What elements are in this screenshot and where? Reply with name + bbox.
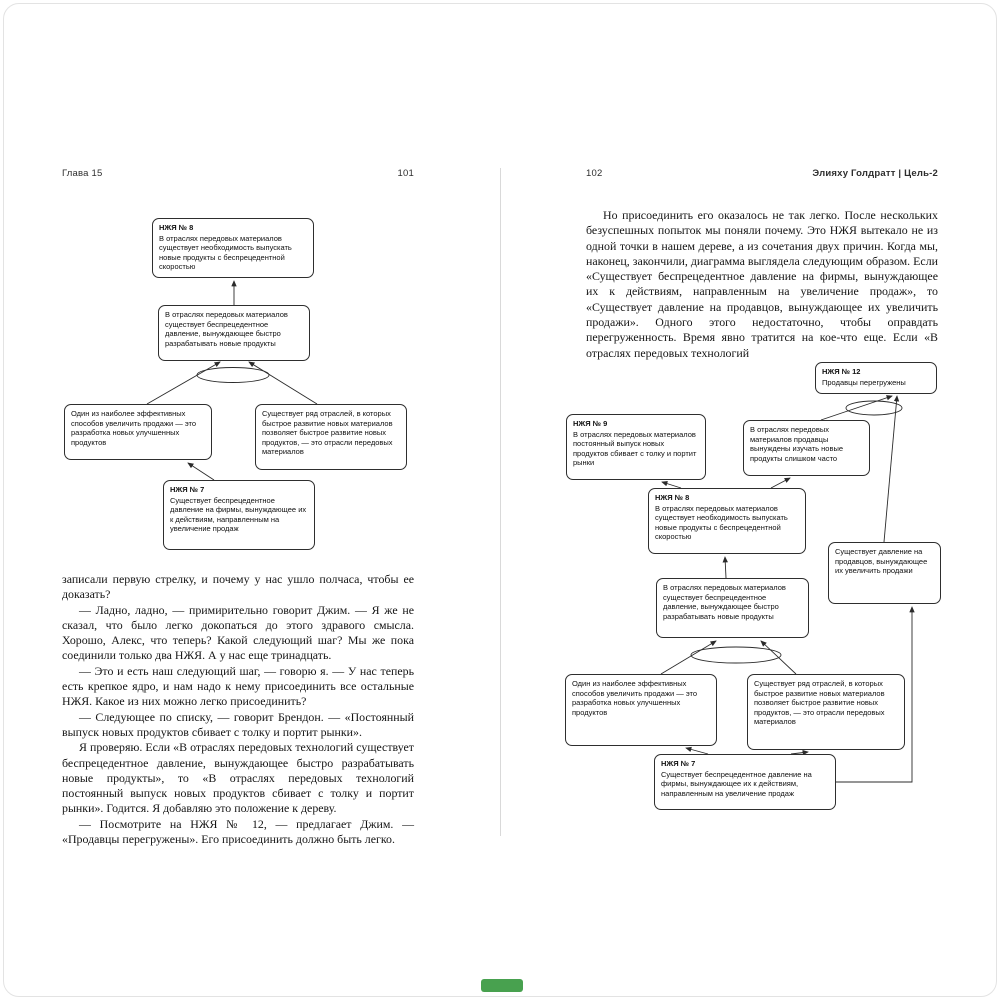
and-connector-ellipse [196,367,270,383]
page-divider [500,168,501,836]
causal-arrow [146,361,221,405]
box-title: НЖЯ № 8 [159,223,194,232]
book-title-label: Элияху Голдратт | Цель-2 [812,168,938,179]
causal-arrow [685,746,709,755]
causal-arrow [661,481,682,489]
page-number-101: 101 [397,168,414,179]
box-title: НЖЯ № 9 [573,419,608,428]
box-text: В отраслях передовых материалов продавцы… [750,425,844,463]
causal-arrow [248,361,318,405]
diagram-box-nja8: НЖЯ № 8 В отраслях передовых материалов … [152,218,314,278]
box-title: НЖЯ № 7 [661,759,696,768]
diagram-box-pressure: В отраслях передовых материалов существу… [656,578,809,638]
left-diagram-arrows [146,280,318,481]
right-body-text: Но присоединить его оказалось не так лег… [586,208,938,361]
page-number-102: 102 [586,168,603,179]
and-connector-ellipse [690,646,782,664]
right-page: 102 Элияху Голдратт | Цель-2 Но присоеди… [565,168,941,873]
box-text: В отраслях передовых материалов существу… [159,233,292,272]
box-title: НЖЯ № 8 [655,493,690,502]
diagram-box-nja9: НЖЯ № 9 В отраслях передовых материалов … [566,414,706,480]
causal-arrow [883,395,900,543]
right-page-header: 102 Элияху Голдратт | Цель-2 [586,168,938,179]
box-text: Один из наиболее эффективных способов ув… [572,679,698,717]
diagram-box-sellers-pressure: Существует давление на продавцов, вынужд… [828,542,941,604]
diagram-box-nja8: НЖЯ № 8 В отраслях передовых материалов … [648,488,806,554]
causal-arrow [187,462,215,481]
box-text: Существует беспрецедентное давление на ф… [170,495,307,534]
diagram-box-industries: Существует ряд отраслей, в которых быстр… [747,674,905,750]
chapter-label: Глава 15 [62,168,103,179]
box-text: В отраслях передовых материалов существу… [165,310,288,348]
box-title: НЖЯ № 12 [822,367,861,376]
causal-arrow [770,477,791,489]
left-body-text: записали первую стрелку, и почему у нас … [62,572,414,847]
paragraph: Я проверяю. Если «В отраслях передовых т… [62,740,414,816]
causal-arrow [836,606,915,783]
paragraph: Но присоединить его оказалось не так лег… [586,208,938,360]
box-text: Один из наиболее эффективных способов ув… [71,409,197,447]
box-text: Существует ряд отраслей, в которых быстр… [754,679,885,727]
diagram-box-pressure: В отраслях передовых материалов существу… [158,305,310,361]
diagram-box-ways: Один из наиболее эффективных способов ув… [64,404,212,460]
paragraph: записали первую стрелку, и почему у нас … [62,572,414,602]
box-text: В отраслях передовых материалов существу… [663,583,786,621]
causal-arrow [722,556,728,579]
causal-arrow [790,749,809,756]
paragraph: — Ладно, ладно, — примирительно говорит … [62,602,414,663]
diagram-box-nja12: НЖЯ № 12 Продавцы перегружены [815,362,937,394]
diagram-box-industries: Существует ряд отраслей, в которых быстр… [255,404,407,470]
left-page-header: Глава 15 101 [62,168,414,179]
box-title: НЖЯ № 7 [170,485,205,494]
paragraph: — Следующее по списку, — говорит Брендон… [62,709,414,739]
store-logo-badge [481,979,523,992]
box-text: Продавцы перегружены [822,377,906,387]
causal-arrow [660,640,717,675]
left-page: Глава 15 101 НЖЯ № 8 В отраслях передовы… [62,168,414,873]
paragraph: — Это и есть наш следующий шаг, — говорю… [62,663,414,709]
box-text: Существует ряд отраслей, в которых быстр… [262,409,393,457]
diagram-box-ways: Один из наиболее эффективных способов ув… [565,674,717,746]
box-text: В отраслях передовых материалов постоянн… [573,429,697,468]
paragraph: — Посмотрите на НЖЯ № 12, — предлагает Д… [62,816,414,847]
diagram-box-nja7: НЖЯ № 7 Существует беспрецедентное давле… [654,754,836,810]
causal-arrow [820,395,893,421]
diagram-box-learn: В отраслях передовых материалов продавцы… [743,420,870,476]
box-text: Существует беспрецедентное давление на ф… [661,769,812,798]
and-connector-ellipse [845,400,903,416]
diagram-box-nja7: НЖЯ № 7 Существует беспрецедентное давле… [163,480,315,550]
box-text: Существует давление на продавцов, вынужд… [835,547,928,576]
right-diagram-arrows [660,395,915,783]
box-text: В отраслях передовых материалов существу… [655,503,788,542]
